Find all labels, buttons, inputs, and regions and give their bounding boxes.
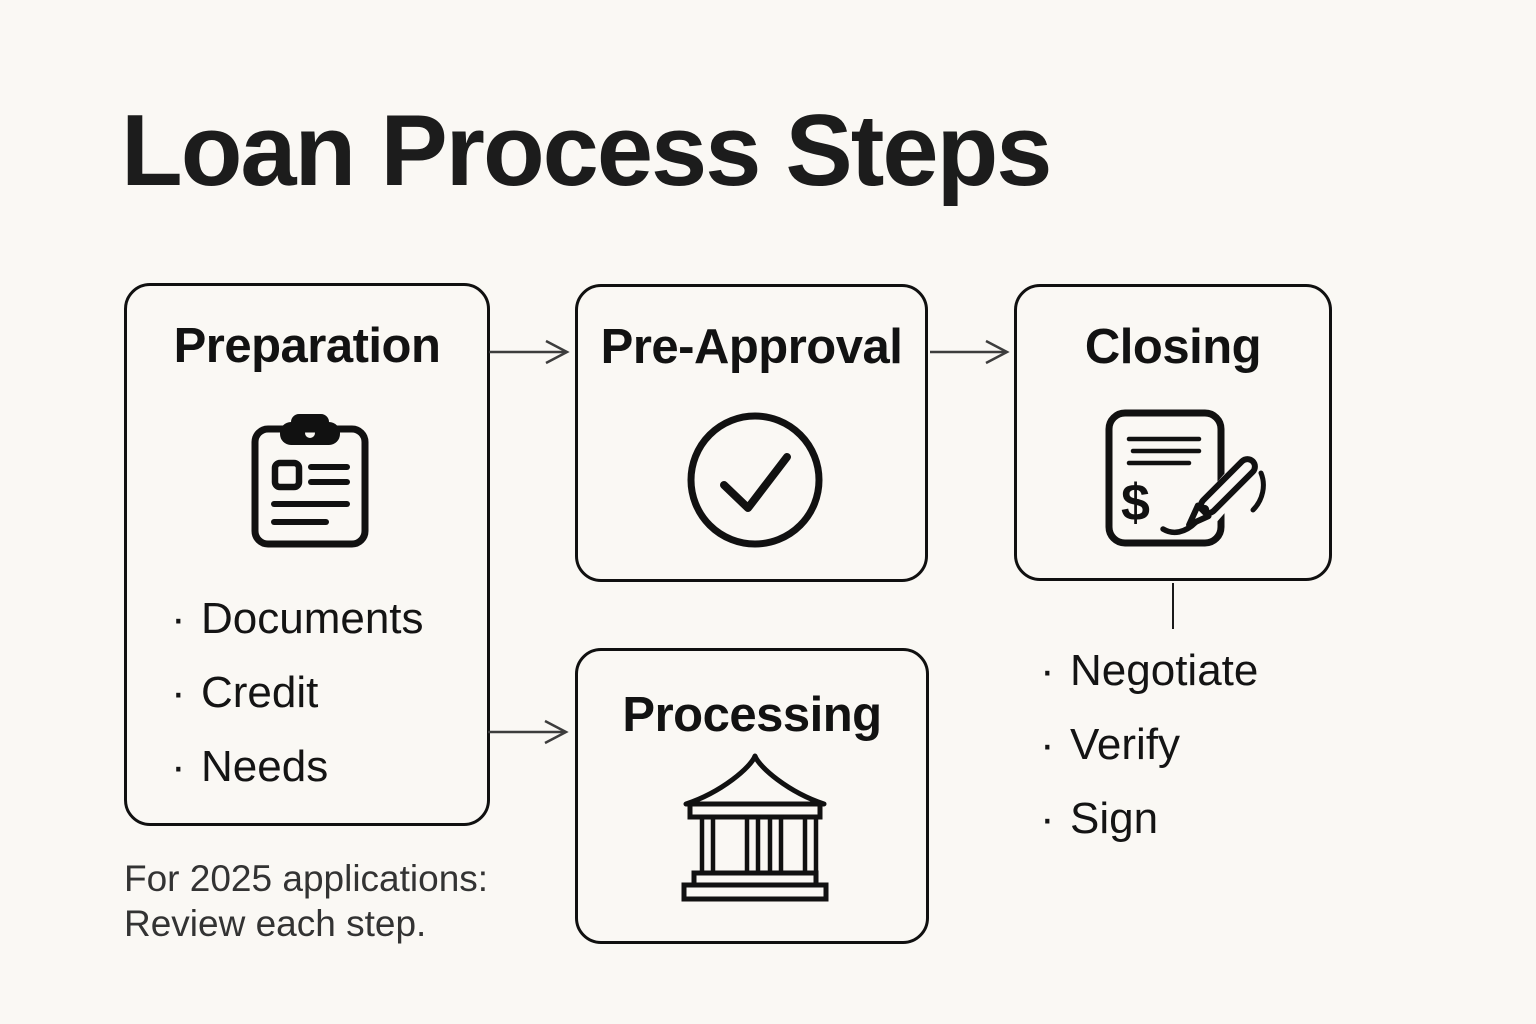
step-title-pre-approval: Pre-Approval	[600, 320, 903, 374]
bullet-label: Credit	[201, 668, 319, 717]
bullet-label: Verify	[1070, 720, 1181, 769]
step-title-closing: Closing	[1084, 320, 1262, 374]
bullet-marker: ·	[171, 668, 186, 717]
closing-connector-line	[1172, 583, 1174, 629]
step-node-pre-approval: Pre-Approval	[575, 284, 928, 582]
bullet-marker: ·	[1040, 720, 1055, 769]
bullet-label: Documents	[201, 594, 424, 643]
bullet-marker: ·	[171, 594, 186, 643]
arrow-preapproval-to-closing-icon	[930, 339, 1010, 365]
closing-bullet-list: · Negotiate · Verify · Sign	[1040, 634, 1258, 856]
list-item: · Credit	[171, 656, 424, 730]
arrow-preparation-to-preapproval-icon	[489, 339, 570, 365]
footnote-line1: For 2025 applications:	[124, 858, 489, 899]
check-circle-icon	[687, 412, 823, 548]
step-title-processing: Processing	[622, 688, 882, 742]
bank-icon	[681, 753, 829, 902]
footnote-line2: Review each step.	[124, 903, 427, 944]
bullet-marker: ·	[1040, 646, 1055, 695]
bullet-marker: ·	[1040, 794, 1055, 843]
step-node-processing: Processing	[575, 648, 929, 944]
signed-document-icon: $	[1105, 409, 1266, 547]
list-item: · Verify	[1040, 708, 1258, 782]
footnote: For 2025 applications: Review each step.	[124, 856, 488, 946]
arrow-preparation-to-processing-icon	[488, 719, 569, 745]
preparation-bullet-list: · Documents · Credit · Needs	[171, 582, 424, 804]
bullet-label: Needs	[201, 742, 329, 791]
bullet-marker: ·	[171, 742, 186, 791]
step-node-preparation: Preparation · Documents · Credit · Need	[124, 283, 490, 826]
list-item: · Negotiate	[1040, 634, 1258, 708]
step-node-closing: Closing $	[1014, 284, 1332, 581]
page-title: Loan Process Steps	[121, 95, 1052, 207]
bullet-label: Sign	[1070, 794, 1159, 843]
step-title-preparation: Preparation	[173, 319, 441, 373]
svg-text:$: $	[1121, 474, 1150, 532]
bullet-label: Negotiate	[1070, 646, 1259, 695]
list-item: · Sign	[1040, 782, 1258, 856]
list-item: · Needs	[171, 730, 424, 804]
clipboard-icon	[251, 414, 369, 548]
list-item: · Documents	[171, 582, 424, 656]
